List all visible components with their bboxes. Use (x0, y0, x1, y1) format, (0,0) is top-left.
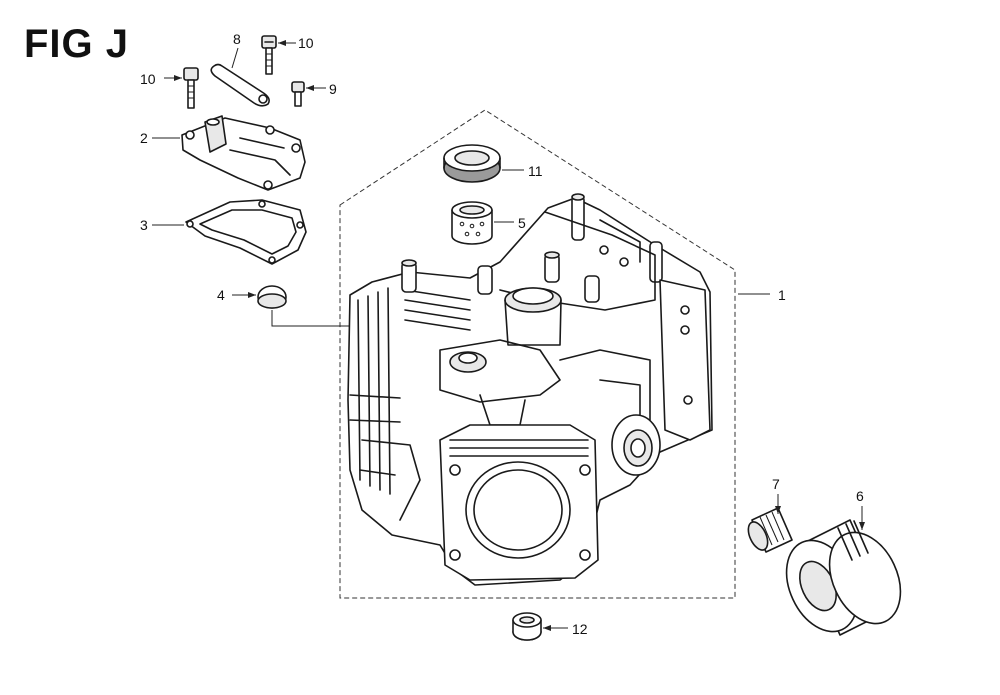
figure-title: FIG J (24, 22, 130, 66)
oil-filter-part[interactable] (773, 519, 915, 643)
callout-label: 11 (528, 163, 543, 179)
drain-plug-part[interactable] (512, 612, 542, 641)
callout-11[interactable]: 11 (502, 163, 543, 179)
callout-label: 5 (518, 215, 526, 231)
callout-label: 12 (572, 621, 588, 637)
callout-9[interactable]: 9 (306, 81, 337, 97)
callout-label: 4 (217, 287, 225, 303)
screw-part[interactable] (291, 81, 305, 107)
callout-3[interactable]: 3 (140, 217, 184, 233)
breather-valve-part[interactable] (257, 285, 287, 309)
bolt-upper-part[interactable] (261, 35, 277, 75)
callout-1[interactable]: 1 (738, 287, 786, 303)
callout-6[interactable]: 6 (856, 488, 865, 530)
tube-clamp-part[interactable] (210, 63, 270, 107)
callout-label: 2 (140, 130, 148, 146)
breather-cover-part[interactable] (181, 115, 306, 191)
callout-8[interactable]: 7 (772, 476, 781, 514)
callout-2[interactable]: 2 (140, 130, 180, 146)
callout-10-upper[interactable]: 10 (278, 35, 314, 51)
callout-5[interactable]: 5 (494, 215, 526, 231)
callout-label: 9 (329, 81, 337, 97)
crankcase-part[interactable] (347, 193, 713, 586)
callout-label: 8 (233, 31, 241, 47)
callout-label: 1 (778, 287, 786, 303)
callout-7[interactable]: 8 (231, 31, 241, 69)
oil-filter-joint-part[interactable] (744, 507, 793, 553)
dowel-pin-part[interactable] (451, 201, 493, 245)
callout-12[interactable]: 12 (543, 621, 588, 637)
assembly-boundary (339, 109, 736, 599)
bolt-left-part[interactable] (183, 67, 199, 109)
oil-seal-part[interactable] (443, 144, 501, 183)
callout-label: 10 (140, 71, 156, 87)
callout-label: 6 (856, 488, 864, 504)
callout-label: 10 (298, 35, 314, 51)
callout-label: 3 (140, 217, 148, 233)
callout-10-left[interactable]: 10 (140, 71, 182, 87)
breather-gasket-part[interactable] (185, 199, 307, 265)
callout-label: 7 (772, 476, 780, 492)
